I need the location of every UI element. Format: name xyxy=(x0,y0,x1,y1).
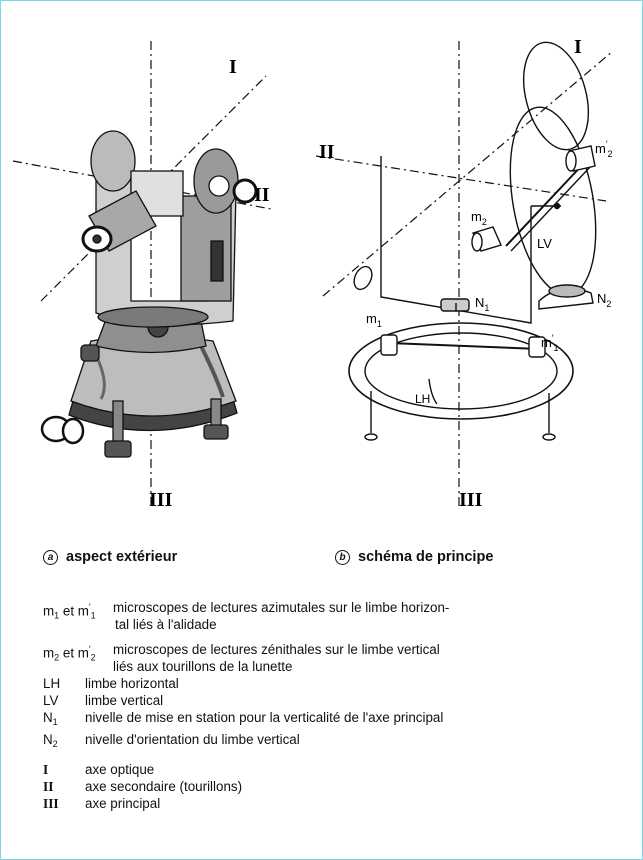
right-axis-I xyxy=(322,50,614,297)
right-drawing-axes xyxy=(315,41,614,506)
legend-symbol-N2: N2 xyxy=(43,732,58,749)
legend: m1 et m′1 microscopes de lectures azimut… xyxy=(43,599,623,812)
right-label-III: III xyxy=(459,489,483,511)
legend-row-II: II axe secondaire (tourillons) xyxy=(43,778,623,795)
alidade-frame xyxy=(380,156,532,324)
caption-a-text: aspect extérieur xyxy=(66,549,178,565)
microscope-m1 xyxy=(380,334,398,356)
legend-row-LH: LH limbe horizontal xyxy=(43,675,623,692)
legend-symbol-I: I xyxy=(43,762,49,777)
vertical-circle-LV xyxy=(509,106,597,296)
caption-b: b schéma de principe xyxy=(335,549,493,565)
caption-b-letter: b xyxy=(335,549,350,565)
legend-symbol-LV: LV xyxy=(43,693,59,708)
legend-symbol-N1: N1 xyxy=(43,710,58,727)
legend-row-N2: N2 nivelle d'orientation du limbe vertic… xyxy=(43,731,623,753)
legend-row-I: I axe optique xyxy=(43,761,623,778)
left-label-I: I xyxy=(229,56,237,78)
legend-row-N1: N1 nivelle de mise en station pour la ve… xyxy=(43,709,623,731)
legend-row-III: III axe principal xyxy=(43,795,623,812)
legend-desc-N1: nivelle de mise en station pour la verti… xyxy=(85,710,444,725)
legend-row-m1: m1 et m′1 microscopes de lectures azimut… xyxy=(43,599,623,633)
level-N1 xyxy=(440,298,470,312)
legend-desc-m2: microscopes de lectures zénithales sur l… xyxy=(113,642,440,674)
label-N2: N2 xyxy=(597,291,611,309)
horizontal-circle-LH xyxy=(348,322,574,420)
label-m2-prime: m′2 xyxy=(595,139,613,159)
legend-desc-N2: nivelle d'orientation du limbe vertical xyxy=(85,732,300,747)
theodolite-exterior xyxy=(40,130,258,458)
right-axis-II xyxy=(315,155,607,202)
legend-desc-m1: microscopes de lectures azimutales sur l… xyxy=(113,600,450,632)
left-axis-II xyxy=(12,160,272,210)
legend-symbol-LH: LH xyxy=(43,676,61,691)
label-m2: m2 xyxy=(471,209,487,227)
left-label-II: II xyxy=(254,184,270,206)
legend-row-LV: LV limbe vertical xyxy=(43,692,623,709)
caption-a: a aspect extérieur xyxy=(43,549,177,565)
left-label-III: III xyxy=(149,489,173,511)
label-LH: LH xyxy=(415,392,430,406)
legend-symbol-m1: m1 et m′1 xyxy=(43,602,96,621)
legend-desc-III: axe principal xyxy=(85,796,161,811)
legend-row-m2: m2 et m′2 microscopes de lectures zénith… xyxy=(43,641,623,675)
legend-desc-II: axe secondaire (tourillons) xyxy=(85,779,243,794)
legend-symbol-II: II xyxy=(43,779,54,794)
schema-drawing xyxy=(348,41,597,441)
legend-desc-I: axe optique xyxy=(85,762,155,777)
legend-symbol-m2: m2 et m′2 xyxy=(43,644,96,663)
foot-screws xyxy=(40,398,229,458)
label-N1: N1 xyxy=(475,295,489,313)
right-label-I: I xyxy=(574,36,582,58)
legend-symbol-III: III xyxy=(43,796,59,811)
caption-a-letter: a xyxy=(43,549,58,565)
label-LV: LV xyxy=(537,236,552,251)
microscope-m1-prime xyxy=(528,336,546,358)
caption-b-text: schéma de principe xyxy=(358,549,494,565)
legend-desc-LV: limbe vertical xyxy=(85,693,164,708)
legend-desc-LH: limbe horizontal xyxy=(85,676,179,691)
theodolite-figure: I II III xyxy=(12,36,614,511)
right-label-II: II xyxy=(319,141,335,163)
label-m1: m1 xyxy=(366,311,382,329)
